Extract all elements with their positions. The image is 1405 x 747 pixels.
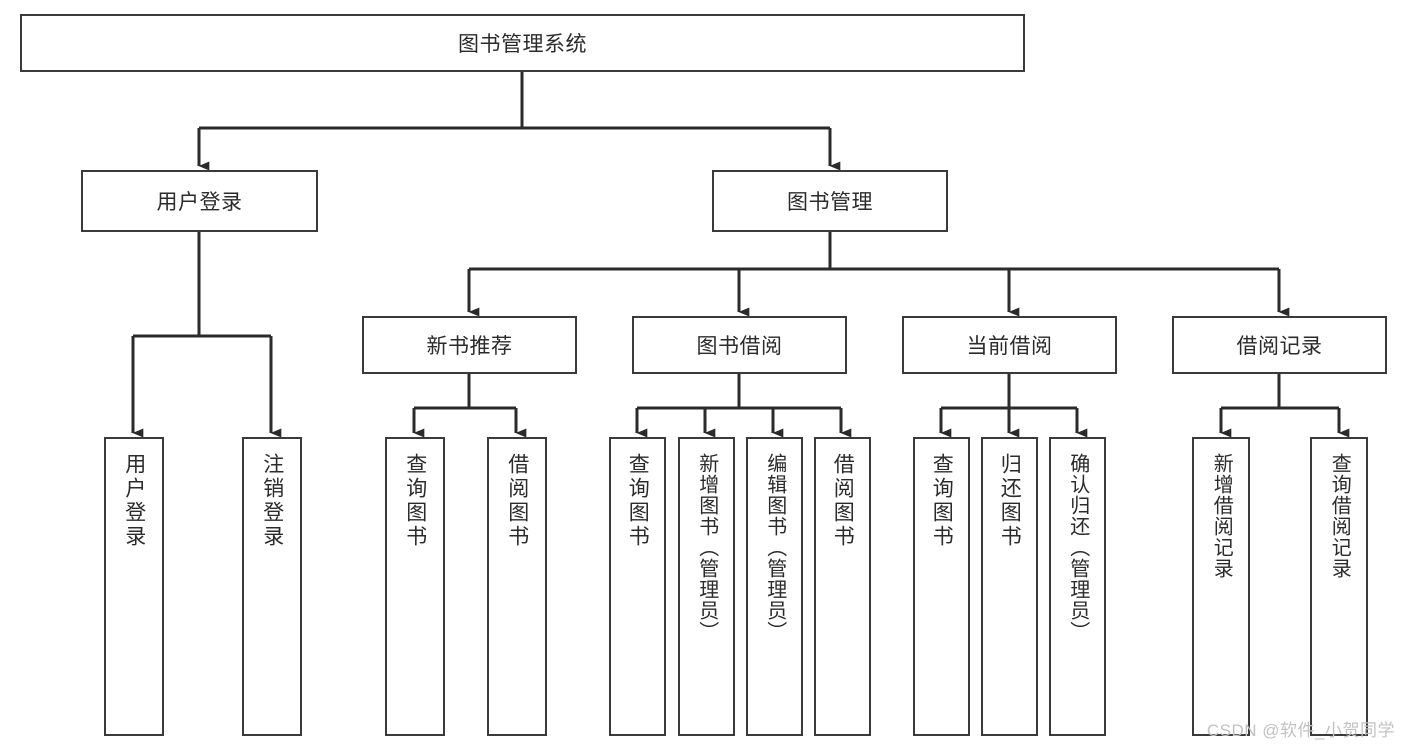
node-leaf-borrow-book-1-label: 借阅图书 xyxy=(505,453,529,549)
node-book-borrow-label: 图书借阅 xyxy=(696,335,783,358)
node-leaf-user-login-label: 用户登录 xyxy=(122,453,146,549)
node-leaf-user-logout[interactable]: 注销登录 xyxy=(242,437,302,736)
node-root-label: 图书管理系统 xyxy=(458,33,587,56)
node-current-borrow[interactable]: 当前借阅 xyxy=(902,316,1117,374)
node-leaf-user-logout-label: 注销登录 xyxy=(260,453,284,549)
node-book-borrow[interactable]: 图书借阅 xyxy=(632,316,847,374)
node-borrow-record-label: 借阅记录 xyxy=(1236,335,1323,358)
node-user-login-label: 用户登录 xyxy=(156,191,243,214)
node-leaf-return-book[interactable]: 归还图书 xyxy=(981,437,1038,736)
node-leaf-borrow-book-1[interactable]: 借阅图书 xyxy=(487,437,547,736)
node-leaf-return-book-label: 归还图书 xyxy=(998,453,1022,549)
node-leaf-add-book-label: 新增图书（管理员） xyxy=(695,453,718,642)
node-user-login[interactable]: 用户登录 xyxy=(81,170,318,232)
node-leaf-query-book-1[interactable]: 查询图书 xyxy=(385,437,445,736)
node-leaf-user-login[interactable]: 用户登录 xyxy=(104,437,164,736)
node-root[interactable]: 图书管理系统 xyxy=(20,14,1025,72)
node-leaf-query-book-1-label: 查询图书 xyxy=(403,453,427,549)
node-leaf-edit-book[interactable]: 编辑图书（管理员） xyxy=(746,437,803,736)
node-current-borrow-label: 当前借阅 xyxy=(966,335,1053,358)
node-leaf-query-book-2-label: 查询图书 xyxy=(626,453,650,549)
node-leaf-borrow-book-2-label: 借阅图书 xyxy=(831,453,855,549)
node-leaf-borrow-book-2[interactable]: 借阅图书 xyxy=(814,437,871,736)
node-leaf-add-book[interactable]: 新增图书（管理员） xyxy=(678,437,735,736)
node-leaf-add-record[interactable]: 新增借阅记录 xyxy=(1192,437,1250,736)
node-borrow-record[interactable]: 借阅记录 xyxy=(1172,316,1387,374)
node-leaf-edit-book-label: 编辑图书（管理员） xyxy=(763,453,786,642)
node-new-book-recommend[interactable]: 新书推荐 xyxy=(362,316,577,374)
node-book-management[interactable]: 图书管理 xyxy=(712,170,948,232)
node-leaf-query-record[interactable]: 查询借阅记录 xyxy=(1310,437,1368,736)
node-leaf-query-book-3[interactable]: 查询图书 xyxy=(913,437,970,736)
watermark: CSDN @软件_小贺同学 xyxy=(1206,721,1395,740)
node-leaf-confirm-return-label: 确认归还（管理员） xyxy=(1066,453,1089,642)
node-leaf-add-record-label: 新增借阅记录 xyxy=(1210,453,1233,579)
node-leaf-query-record-label: 查询借阅记录 xyxy=(1328,453,1351,579)
node-leaf-query-book-3-label: 查询图书 xyxy=(930,453,954,549)
node-leaf-confirm-return[interactable]: 确认归还（管理员） xyxy=(1049,437,1106,736)
node-book-management-label: 图书管理 xyxy=(787,191,873,214)
node-leaf-query-book-2[interactable]: 查询图书 xyxy=(609,437,666,736)
node-new-book-recommend-label: 新书推荐 xyxy=(426,335,513,358)
